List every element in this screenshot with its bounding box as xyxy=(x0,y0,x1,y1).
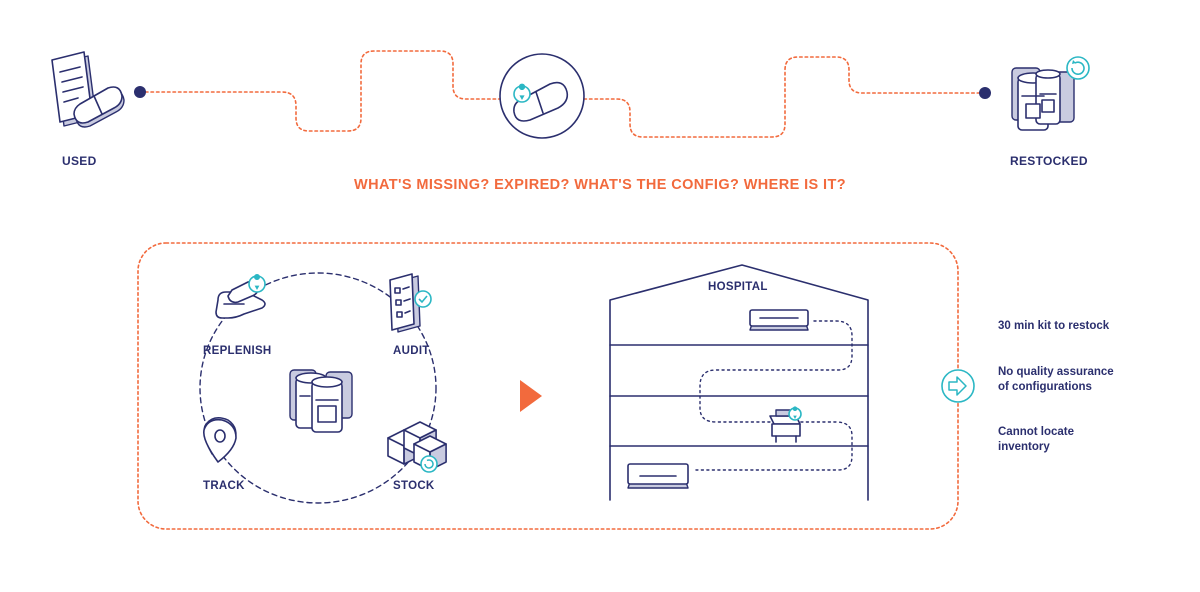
outcome-arrow-icon xyxy=(941,369,975,403)
restocked-node-dot xyxy=(979,87,991,99)
stock-label: STOCK xyxy=(393,480,435,492)
restocked-vials-icon xyxy=(1011,56,1090,131)
question-banner: WHAT'S MISSING? EXPIRED? WHAT'S THE CONF… xyxy=(354,177,846,193)
cycle-ring xyxy=(199,272,437,504)
cycle-vials-icon xyxy=(289,369,353,433)
hospital-route-path xyxy=(695,320,853,471)
kit-case-icon-bottom xyxy=(627,463,689,489)
track-pin-icon xyxy=(202,417,237,463)
note-quality-assurance: No quality assurance of configurations xyxy=(998,366,1114,393)
track-label: TRACK xyxy=(203,480,245,492)
current-process-frame xyxy=(137,242,959,530)
top-flow-path xyxy=(139,50,986,138)
tracking-pill-icon xyxy=(499,53,585,139)
stock-boxes-icon xyxy=(387,421,447,473)
used-label: USED xyxy=(62,154,97,168)
hospital-label: HOSPITAL xyxy=(708,281,768,293)
process-arrow-icon xyxy=(520,380,542,412)
restocked-label: RESTOCKED xyxy=(1010,154,1088,168)
replenish-label: REPLENISH xyxy=(203,345,272,357)
clipboard-pill-icon xyxy=(51,51,125,128)
cart-pin-icon xyxy=(769,406,802,443)
hospital-building xyxy=(609,264,869,501)
audit-checklist-icon xyxy=(389,273,432,333)
kit-case-icon-top xyxy=(749,309,809,331)
used-node-dot xyxy=(134,86,146,98)
replenish-hand-icon xyxy=(215,274,266,319)
note-restock-time: 30 min kit to restock xyxy=(998,320,1110,332)
audit-label: AUDIT xyxy=(393,345,430,357)
note-locate-inventory: Cannot locate inventory xyxy=(998,426,1075,453)
